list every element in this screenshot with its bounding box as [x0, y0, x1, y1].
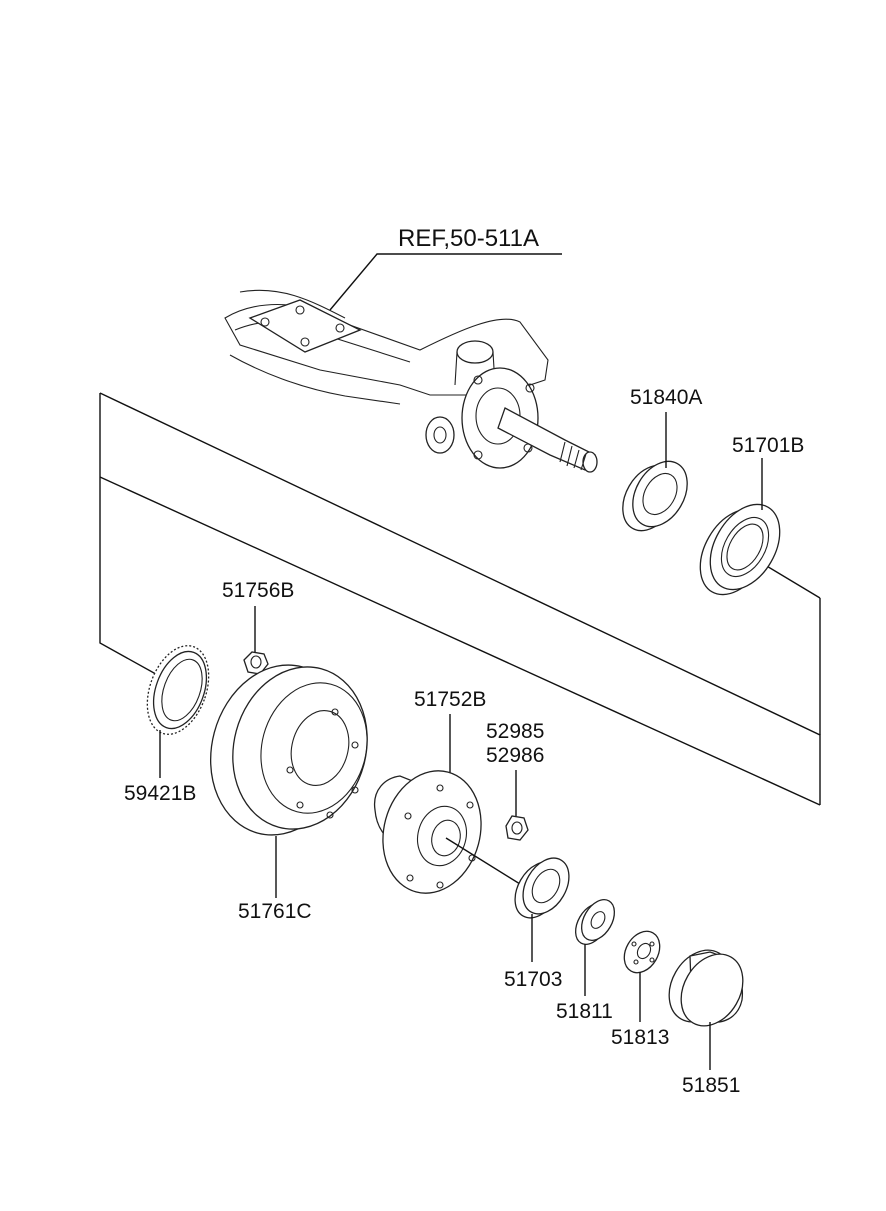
label-51756b: 51756B [222, 579, 294, 602]
oil-seal-51840a [622, 460, 688, 532]
brake-drum-51761c [209, 664, 368, 836]
wheel-nut-51756b [243, 651, 269, 675]
label-52986: 52986 [486, 744, 544, 767]
label-51752b: 51752B [414, 688, 486, 711]
explosion-line-bottom [99, 476, 821, 806]
lock-washer-51813 [623, 930, 661, 974]
washer-51811 [574, 899, 616, 945]
wheel-hub-51752b [373, 770, 482, 894]
bearing-51703 [514, 857, 570, 919]
label-51840a: 51840A [630, 386, 702, 409]
ref-leader-line [329, 253, 562, 311]
explosion-line-bearing [759, 561, 821, 599]
label-52985: 52985 [486, 720, 544, 743]
label-59421b: 59421B [124, 782, 196, 805]
tone-ring-59421b [146, 645, 210, 735]
label-51811: 51811 [556, 1000, 613, 1023]
hub-cap-51851 [668, 949, 744, 1027]
label-51851: 51851 [682, 1074, 740, 1097]
ref-label: REF,50-511A [398, 225, 539, 252]
axle-knuckle-assembly [224, 289, 598, 473]
bearing-51701b [699, 503, 781, 596]
explosion-line-hub [445, 837, 521, 885]
explosion-line-top [99, 392, 821, 805]
label-51813: 51813 [611, 1026, 669, 1049]
explosion-line-left [99, 393, 164, 679]
hub-nut-52985 [505, 815, 529, 841]
label-51701b: 51701B [732, 434, 804, 457]
label-51703: 51703 [504, 968, 562, 991]
label-51761c: 51761C [238, 900, 312, 923]
